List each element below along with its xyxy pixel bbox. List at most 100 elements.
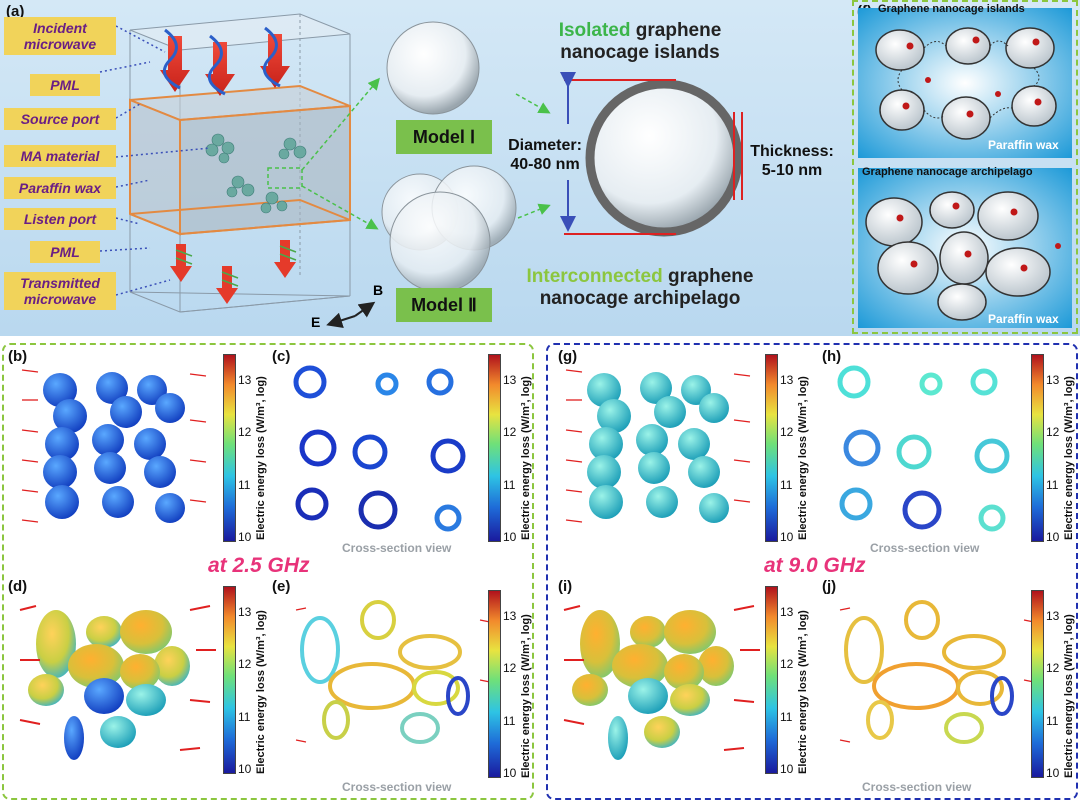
colorbar-h (1031, 354, 1044, 542)
field-simulations (19, 365, 1035, 760)
panel-f-wax-top: Paraffin wax (988, 138, 1059, 152)
layer-label-pml-bottom: PML (30, 241, 100, 263)
cross-section-label-h: Cross-section view (870, 541, 980, 555)
colorbar-label-g: Electric energy loss (W/m³, log) (797, 376, 809, 540)
colorbar-c (488, 354, 501, 542)
panel-label-c: (c) (272, 348, 291, 365)
panel-label-a: (a) (6, 3, 25, 20)
tick-c-12: 12 (503, 425, 517, 439)
panel-label-h: (h) (822, 348, 842, 365)
panel-group-right (546, 343, 1078, 800)
tick-d-11: 11 (238, 710, 251, 724)
tick-i-10: 10 (780, 762, 794, 776)
panel-label-g: (g) (558, 348, 578, 365)
tick-g-10: 10 (780, 530, 794, 544)
panel-h-rings (837, 365, 1010, 532)
colorbar-label-j: Electric energy loss (W/m³, log) (1063, 614, 1075, 778)
tick-c-13: 13 (503, 373, 517, 387)
tick-j-13: 13 (1046, 609, 1060, 623)
axis-label-b: B (373, 282, 384, 298)
tick-b-12: 12 (238, 425, 252, 439)
tick-e-13: 13 (503, 609, 517, 623)
layer-label-source-port: Source port (4, 108, 116, 130)
colorbar-label-i: Electric energy loss (W/m³, log) (797, 610, 809, 774)
tick-i-13: 13 (780, 605, 794, 619)
layer-label-pml-top: PML (30, 74, 100, 96)
panel-d-ellipsoids (28, 610, 190, 760)
field-arrows (19, 369, 1035, 751)
colorbar-label-c: Electric energy loss (W/m³, log) (520, 376, 532, 540)
panel-group-left (2, 343, 534, 800)
colorbar-label-h: Electric energy loss (W/m³, log) (1063, 376, 1075, 540)
tick-h-11: 11 (1046, 478, 1059, 492)
thickness-line2: 5-10 nm (761, 162, 823, 179)
panel-c-rings (293, 365, 466, 532)
tick-i-11: 11 (780, 710, 793, 724)
axis-label-e: E (311, 314, 321, 330)
panel-j-rings (844, 600, 1014, 744)
thickness-line1: Thickness: (750, 143, 834, 160)
layer-label-incident-microwave: Incident microwave (4, 17, 116, 55)
frequency-label-left: at 2.5 GHz (208, 554, 310, 577)
cross-section-label-c: Cross-section view (342, 541, 452, 555)
colorbar-label-d: Electric energy loss (W/m³, log) (255, 610, 267, 774)
diameter-line1: Diameter: (508, 137, 582, 154)
panel-b-spheres (43, 372, 185, 523)
colorbar-label-e: Electric energy loss (W/m³, log) (520, 614, 532, 778)
frequency-label-right: at 9.0 GHz (764, 554, 866, 577)
panel-g-spheres (587, 372, 729, 523)
cross-section-label-j: Cross-section view (862, 780, 972, 794)
tick-j-10: 10 (1046, 766, 1060, 780)
tick-g-11: 11 (780, 478, 793, 492)
colorbar-label-b: Electric energy loss (W/m³, log) (255, 376, 267, 540)
panel-label-i: (i) (558, 578, 573, 595)
panel-f-bottom-title: Graphene nanocage archipelago (862, 166, 1033, 178)
tick-c-10: 10 (503, 530, 517, 544)
tick-h-12: 12 (1046, 425, 1060, 439)
colorbar-d (223, 586, 236, 774)
tick-e-11: 11 (503, 714, 516, 728)
isolated-highlight: Isolated (558, 20, 631, 41)
colorbar-i (765, 586, 778, 774)
layer-label-ma-material: MA material (4, 145, 116, 167)
panel-f-illustration (858, 8, 1072, 328)
transmitted-wave-arrows (170, 240, 297, 304)
tick-d-13: 13 (238, 605, 252, 619)
colorbar-g (765, 354, 778, 542)
layer-label-transmitted-microwave: Transmitted microwave (4, 272, 116, 310)
tick-b-13: 13 (238, 373, 252, 387)
panel-f-top-title: Graphene nanocage islands (878, 3, 1025, 15)
tick-j-12: 12 (1046, 661, 1060, 675)
tick-c-11: 11 (503, 478, 516, 492)
tick-d-10: 10 (238, 762, 252, 776)
isolated-rest2: nanocage islands (560, 42, 720, 63)
tick-b-10: 10 (238, 530, 252, 544)
panel-i-ellipsoids (572, 610, 734, 760)
panel-label-j: (j) (822, 578, 837, 595)
simulation-diagram (99, 13, 743, 328)
layer-label-listen-port: Listen port (4, 208, 116, 230)
panel-label-e: (e) (272, 578, 291, 595)
incident-wave-arrows (160, 26, 290, 96)
cross-section-label-e: Cross-section view (342, 780, 452, 794)
diameter-line2: 40-80 nm (510, 156, 580, 173)
layer-label-paraffin-wax: Paraffin wax (4, 177, 116, 199)
panel-label-d: (d) (8, 578, 28, 595)
tick-h-10: 10 (1046, 530, 1060, 544)
panel-label-b: (b) (8, 348, 28, 365)
tick-b-11: 11 (238, 478, 251, 492)
colorbar-j (1031, 590, 1044, 778)
interconnected-rest1: graphene (662, 266, 754, 287)
colorbar-e (488, 590, 501, 778)
tick-d-12: 12 (238, 657, 252, 671)
diameter-annotation: Diameter: 40-80 nm (500, 136, 590, 174)
interconnected-title: Interconnected graphene nanocage archipe… (510, 266, 770, 310)
isolated-title: Isolated graphene nanocage islands (530, 20, 750, 64)
panel-f (852, 0, 1078, 334)
interconnected-rest2: nanocage archipelago (539, 288, 741, 309)
tick-e-12: 12 (503, 661, 517, 675)
model-two-label: Model Ⅱ (396, 288, 492, 322)
tick-g-12: 12 (780, 425, 794, 439)
tick-g-13: 13 (780, 373, 794, 387)
colorbar-b (223, 354, 236, 542)
